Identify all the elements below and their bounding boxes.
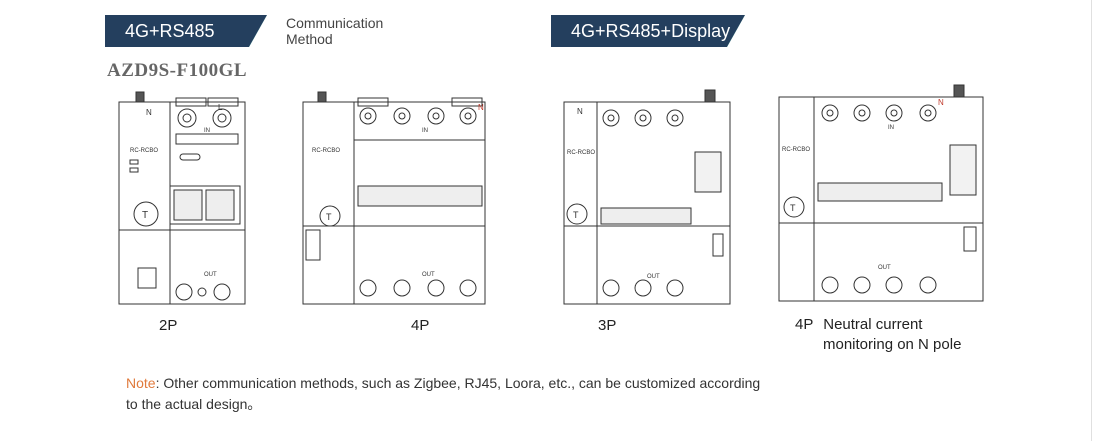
device1-out-label: OUT [204, 272, 217, 278]
device2-brand: RC-RCBO [312, 148, 340, 154]
note-text-line2: to the actual design。 [126, 396, 262, 412]
caption-4p-neutral: 4P Neutral current monitoring on N pole [795, 315, 961, 355]
device3-out-label: OUT [647, 274, 660, 280]
note-label: Note [126, 375, 156, 391]
tag-4g-rs485-label: 4G+RS485 [125, 21, 215, 41]
device4-in-label: IN [888, 125, 894, 131]
device3-test-button: T [573, 210, 579, 220]
device4-brand: RC-RCBO [782, 147, 810, 153]
caption-2p: 2P [159, 317, 178, 334]
device-diagram-2p: N L IN RC-RCBO T OUT [118, 90, 246, 306]
model-name: AZD9S-F100GL [107, 60, 248, 81]
communication-method-line1: Communication [286, 15, 384, 31]
note-paragraph: Note: Other communication methods, such … [126, 373, 846, 415]
tag-4g-rs485-display: 4G+RS485+Display [551, 15, 745, 47]
device3-n-label: N [577, 107, 583, 116]
device-diagram-3p: N RC-RCBO T OUT [563, 88, 731, 306]
communication-method-label: Communication Method [286, 15, 383, 47]
device4-test-button: T [790, 203, 796, 213]
device-diagram-4p: N IN RC-RCBO T OUT [302, 90, 486, 306]
tag-4g-rs485-display-label: 4G+RS485+Display [571, 21, 731, 41]
caption-4p: 4P [411, 317, 430, 334]
device2-out-label: OUT [422, 272, 435, 278]
device1-n-label: N [146, 108, 152, 117]
device1-brand: RC-RCBO [130, 148, 158, 154]
caption-4p-neutral-poles: 4P [795, 316, 814, 333]
device-diagram-4p-neutral: N IN RC-RCBO T OUT [778, 83, 986, 303]
device4-out-label: OUT [878, 265, 891, 271]
device1-test-button: T [142, 210, 148, 221]
page-edge-divider [1091, 0, 1092, 441]
caption-4p-neutral-desc-line2: monitoring on N pole [823, 336, 962, 353]
caption-3p: 3P [598, 317, 617, 334]
device3-brand: RC-RCBO [567, 150, 595, 156]
device1-l-label: L [218, 103, 223, 112]
communication-method-line2: Method [286, 31, 333, 47]
device2-n-label: N [478, 103, 484, 112]
tag-4g-rs485: 4G+RS485 [105, 15, 267, 47]
caption-4p-neutral-desc-line1: Neutral current [823, 316, 923, 333]
note-text-line1: : Other communication methods, such as Z… [155, 375, 761, 391]
device2-in-label: IN [422, 128, 428, 134]
device1-in-label: IN [204, 128, 210, 134]
device4-n-label: N [938, 98, 944, 107]
device2-test-button: T [326, 212, 332, 222]
